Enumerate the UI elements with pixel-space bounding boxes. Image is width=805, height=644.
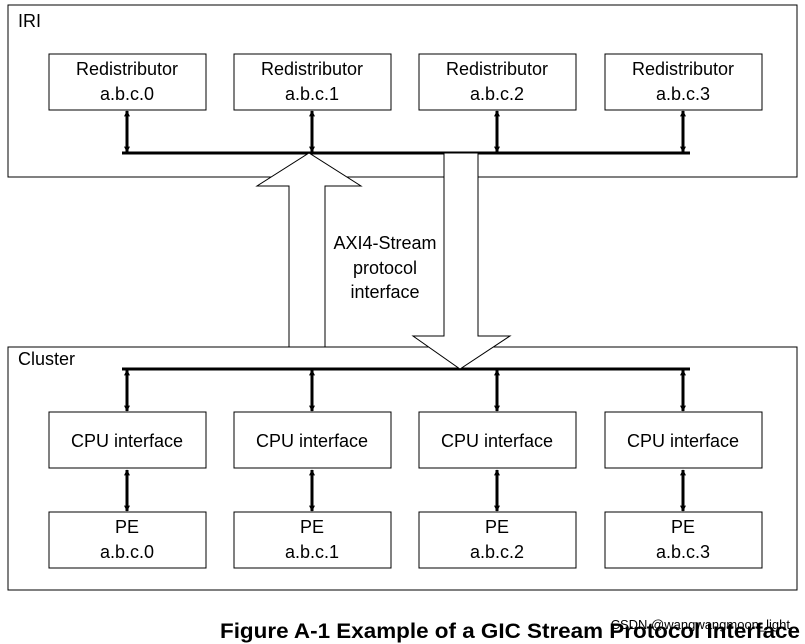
watermark: CSDN @wangwangmoon_light (611, 617, 791, 632)
pe-id-3: a.b.c.3 (656, 542, 710, 562)
interface-label-line-2: protocol (353, 258, 417, 278)
redistributor-name-1: Redistributor (261, 59, 363, 79)
pe-box-3 (604, 511, 763, 569)
redistributor-box-0 (48, 53, 207, 111)
iri-label: IRI (18, 11, 41, 31)
pe-box-2 (418, 511, 577, 569)
cpu-interface-label-1: CPU interface (256, 431, 368, 451)
pe-name-1: PE (300, 517, 324, 537)
redistributor-box-3 (604, 53, 763, 111)
redistributor-box-2 (418, 53, 577, 111)
pe-id-0: a.b.c.0 (100, 542, 154, 562)
redistributor-id-1: a.b.c.1 (285, 84, 339, 104)
redistributor-name-2: Redistributor (446, 59, 548, 79)
cpu-interface-box-2 (418, 411, 577, 469)
pe-name-3: PE (671, 517, 695, 537)
interface-label-line-1: AXI4-Stream (333, 233, 436, 253)
pe-name-0: PE (115, 517, 139, 537)
upward-block-arrow (255, 152, 363, 348)
cpu-interface-label-3: CPU interface (627, 431, 739, 451)
redistributor-name-3: Redistributor (632, 59, 734, 79)
cpu-interface-box-1 (233, 411, 392, 469)
interface-label-line-3: interface (350, 282, 419, 302)
pe-name-2: PE (485, 517, 509, 537)
pe-box-1 (233, 511, 392, 569)
cpu-interface-box-3 (604, 411, 763, 469)
pe-box-0 (48, 511, 207, 569)
redistributor-box-1 (233, 53, 392, 111)
downward-block-arrow (411, 152, 512, 370)
pe-id-1: a.b.c.1 (285, 542, 339, 562)
redistributor-name-0: Redistributor (76, 59, 178, 79)
cpu-interface-box-0 (48, 411, 207, 469)
pe-id-2: a.b.c.2 (470, 542, 524, 562)
redistributor-id-3: a.b.c.3 (656, 84, 710, 104)
cpu-interface-label-2: CPU interface (441, 431, 553, 451)
cluster-label: Cluster (18, 349, 75, 369)
cpu-interface-label-0: CPU interface (71, 431, 183, 451)
redistributor-id-0: a.b.c.0 (100, 84, 154, 104)
figure-caption: Figure A-1 Example of a GIC Stream Proto… (220, 620, 800, 643)
redistributor-id-2: a.b.c.2 (470, 84, 524, 104)
